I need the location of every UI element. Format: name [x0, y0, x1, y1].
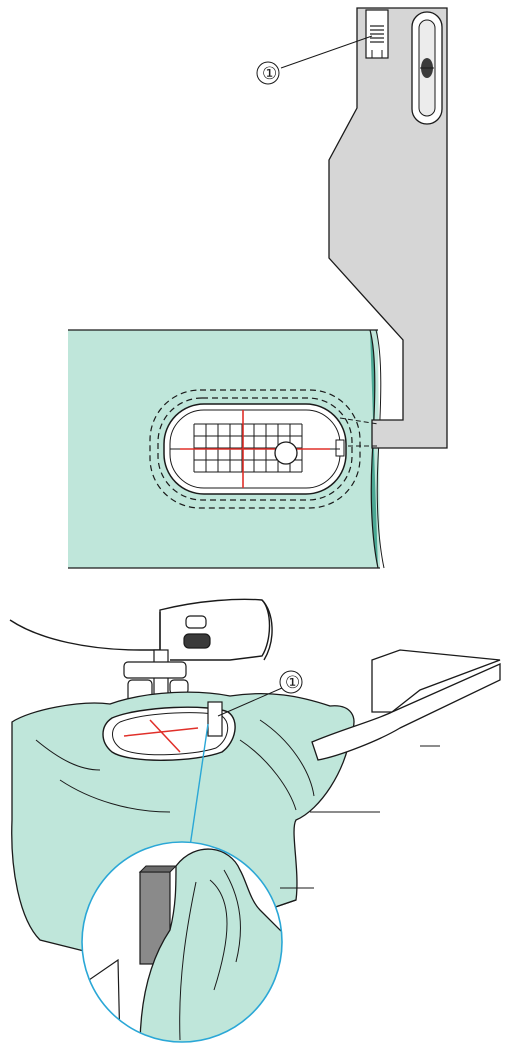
hoop-clip: [366, 10, 388, 58]
bottom-figure: ①: [10, 599, 500, 1048]
sewing-machine-head: [10, 599, 272, 660]
top-figure: ①: [68, 8, 447, 568]
machine-button-top: [186, 616, 206, 628]
top-callout: ①: [257, 36, 372, 84]
callout-number-1-bottom: ①: [285, 673, 300, 692]
template-needle-hole: [275, 442, 297, 464]
callout-number-1: ①: [262, 64, 277, 83]
machine-button-bottom: [184, 634, 210, 648]
